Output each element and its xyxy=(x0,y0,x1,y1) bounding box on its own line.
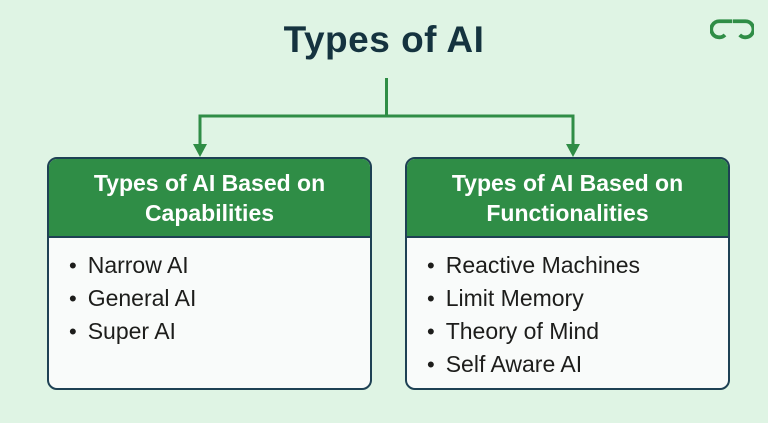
list-item: • Self Aware AI xyxy=(427,348,720,381)
list-item: • General AI xyxy=(69,282,362,315)
list-item: • Super AI xyxy=(69,315,362,348)
bullet-icon: • xyxy=(69,253,77,278)
card-list: • Narrow AI • General AI • Super AI xyxy=(49,238,370,348)
list-item-label: Super AI xyxy=(87,318,176,344)
list-item-label: Reactive Machines xyxy=(445,252,641,278)
card-header-line: Types of AI Based on xyxy=(93,169,326,196)
list-item-label: Limit Memory xyxy=(445,285,584,311)
card-header: Types of AI Based on Functionalities xyxy=(407,159,728,238)
bullet-icon: • xyxy=(427,352,435,377)
list-item: • Reactive Machines xyxy=(427,249,720,282)
page-title: Types of AI xyxy=(283,19,485,60)
card-header-line: Types of AI Based on xyxy=(451,169,684,196)
list-item-label: General AI xyxy=(87,285,197,311)
bullet-icon: • xyxy=(69,286,77,311)
card-capabilities: Types of AI Based on Capabilities • Narr… xyxy=(47,157,372,390)
connector-arrowhead-left xyxy=(193,144,207,157)
card-header-line: Capabilities xyxy=(144,199,275,226)
card-list: • Reactive Machines • Limit Memory • The… xyxy=(407,238,728,381)
bullet-icon: • xyxy=(427,319,435,344)
list-item: • Limit Memory xyxy=(427,282,720,315)
list-item: • Narrow AI xyxy=(69,249,362,282)
list-item: • Theory of Mind xyxy=(427,315,720,348)
bullet-icon: • xyxy=(69,319,77,344)
list-item-label: Narrow AI xyxy=(87,252,189,278)
card-header: Types of AI Based on Capabilities xyxy=(49,159,370,238)
card-functionalities: Types of AI Based on Functionalities • R… xyxy=(405,157,730,390)
connector-arrowhead-right xyxy=(566,144,580,157)
bullet-icon: • xyxy=(427,286,435,311)
list-item-label: Self Aware AI xyxy=(445,351,583,377)
geeksforgeeks-logo-icon xyxy=(710,19,754,40)
bullet-icon: • xyxy=(427,253,435,278)
logo-left-g xyxy=(710,19,732,40)
logo-right-g xyxy=(732,19,754,40)
list-item-label: Theory of Mind xyxy=(445,318,600,344)
card-header-line: Functionalities xyxy=(486,199,649,226)
